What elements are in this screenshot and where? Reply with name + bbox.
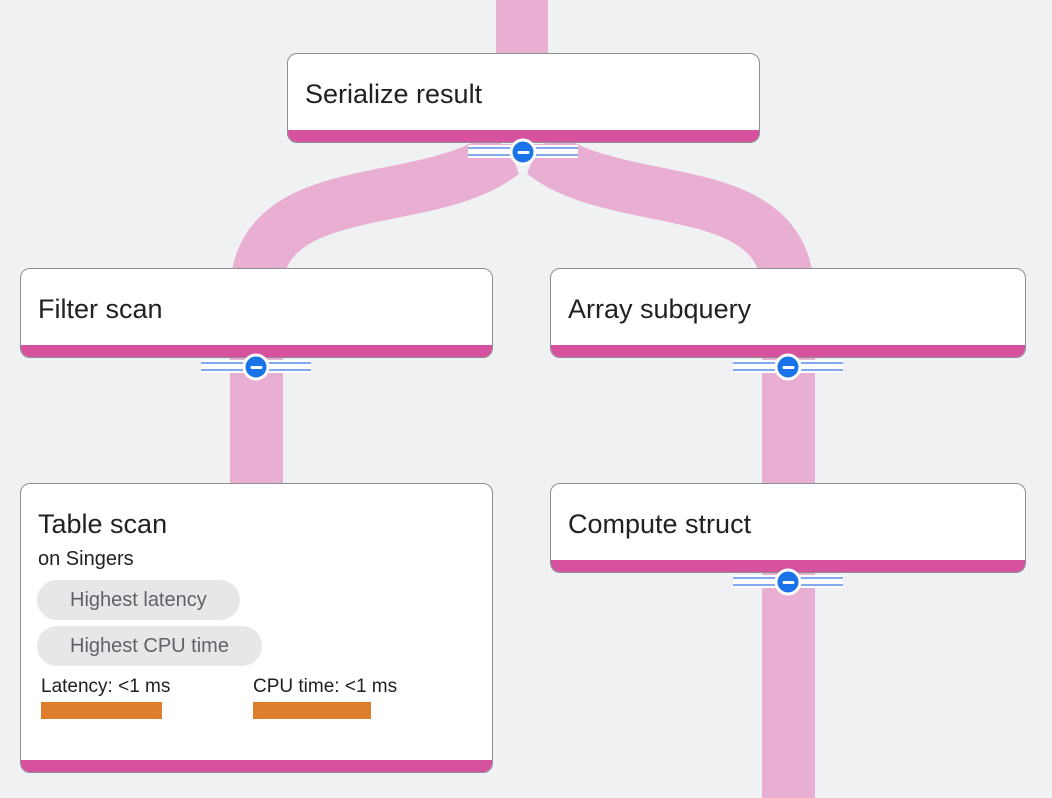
- collapse-minus-icon: [509, 138, 537, 166]
- metric-latency: Latency: <1 ms: [41, 676, 253, 719]
- plan-node-serialize-result[interactable]: Serialize result: [287, 53, 760, 143]
- node-accent-bar: [21, 345, 492, 357]
- metrics-row: Latency: <1 ms CPU time: <1 ms: [41, 676, 492, 719]
- node-title: Compute struct: [568, 509, 752, 539]
- plan-node-compute-struct[interactable]: Compute struct: [550, 483, 1026, 573]
- metric-latency-bar: [41, 702, 162, 719]
- edge-serialize-to-filter-scan: [230, 129, 525, 296]
- metric-cpu-time: CPU time: <1 ms: [253, 676, 397, 719]
- collapse-button-compute-struct[interactable]: [733, 568, 843, 596]
- metric-latency-label: Latency: <1 ms: [41, 676, 171, 697]
- plan-node-table-scan[interactable]: Table scan on Singers Highest latency Hi…: [20, 483, 493, 773]
- badge-highest-cpu-time: Highest CPU time: [37, 626, 262, 666]
- node-accent-bar: [551, 560, 1025, 572]
- metric-cpu-time-bar: [253, 702, 371, 719]
- edge-compute-struct-down: [762, 566, 815, 798]
- collapse-minus-icon: [774, 568, 802, 596]
- collapse-button-array-subquery[interactable]: [733, 353, 843, 381]
- plan-node-filter-scan[interactable]: Filter scan: [20, 268, 493, 358]
- metric-cpu-time-label: CPU time: <1 ms: [253, 676, 398, 697]
- collapse-minus-icon: [774, 353, 802, 381]
- collapse-minus-icon: [242, 353, 270, 381]
- collapse-button-filter-scan[interactable]: [201, 353, 311, 381]
- collapse-button-serialize-result[interactable]: [468, 138, 578, 166]
- plan-node-array-subquery[interactable]: Array subquery: [550, 268, 1026, 358]
- node-subtitle: on Singers: [38, 548, 134, 570]
- node-title: Table scan: [38, 509, 168, 539]
- node-accent-bar: [551, 345, 1025, 357]
- edge-top-into-serialize-result: [496, 0, 548, 58]
- node-title: Serialize result: [305, 79, 483, 109]
- edge-serialize-to-array-subquery: [521, 129, 814, 296]
- node-accent-bar: [288, 130, 759, 142]
- node-title: Filter scan: [38, 294, 163, 324]
- badge-highest-latency: Highest latency: [37, 580, 240, 620]
- node-title: Array subquery: [568, 294, 752, 324]
- node-accent-bar: [21, 760, 492, 772]
